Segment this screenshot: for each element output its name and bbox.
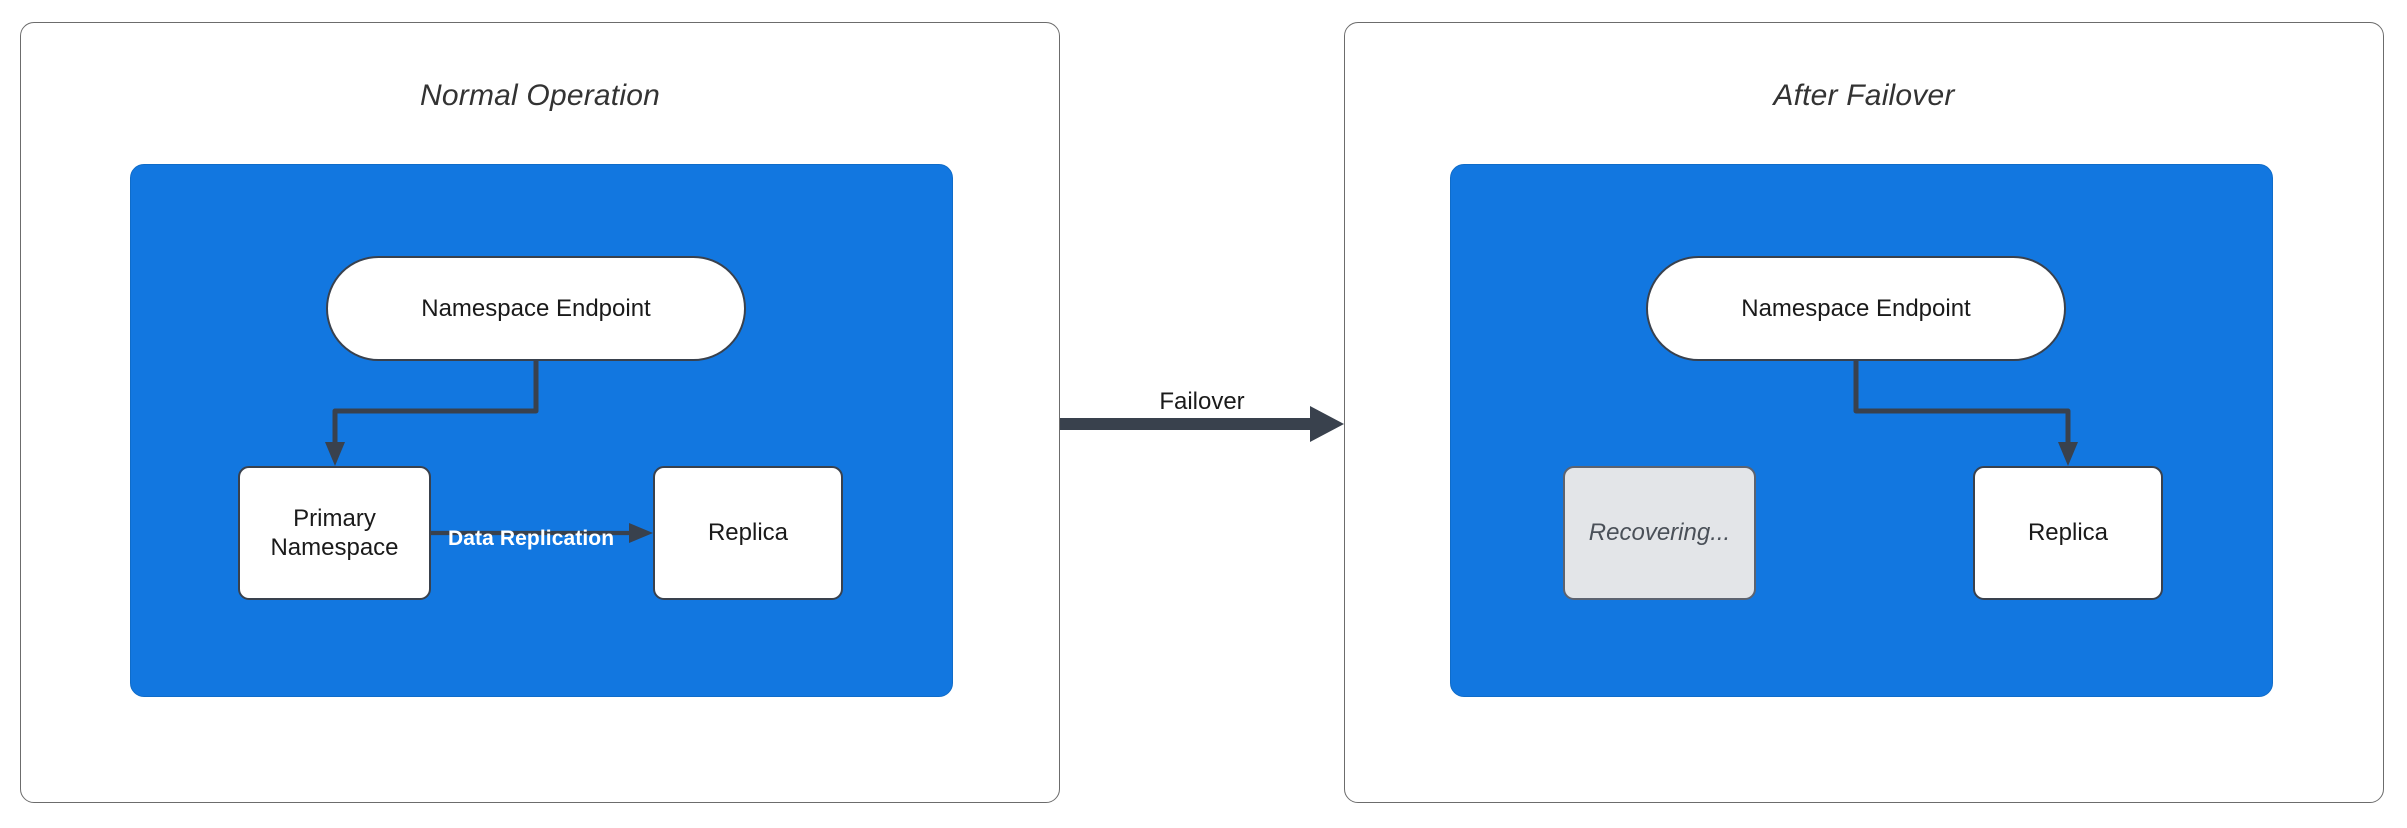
node-label-primary-namespace-line1: Primary <box>293 504 376 532</box>
region-normal-operation <box>130 164 953 697</box>
node-label-recovering: Recovering... <box>1588 519 1731 547</box>
transition-arrow-shaft <box>1060 406 1344 442</box>
node-label-namespace-endpoint-failover: Namespace Endpoint <box>1741 294 1971 322</box>
node-namespace-endpoint-failover[interactable]: Namespace Endpoint <box>1646 256 2066 361</box>
node-label-primary-namespace-line2: Namespace <box>270 534 399 561</box>
region-after-failover <box>1450 164 2273 697</box>
node-label-primary-namespace: Primary Namespace <box>256 504 412 563</box>
node-namespace-endpoint-normal[interactable]: Namespace Endpoint <box>326 256 746 361</box>
node-primary-namespace[interactable]: Primary Namespace <box>238 466 431 600</box>
panel-title-normal-operation: Normal Operation <box>420 79 660 112</box>
node-label-replica-normal: Replica <box>707 519 789 547</box>
node-label-replica-failover: Replica <box>2027 519 2109 547</box>
edge-label-data-replication: Data Replication <box>448 527 615 550</box>
node-recovering[interactable]: Recovering... <box>1563 466 1756 600</box>
transition-label-failover: Failover <box>1159 388 1245 415</box>
node-replica-failover[interactable]: Replica <box>1973 466 2163 600</box>
node-label-namespace-endpoint-normal: Namespace Endpoint <box>421 294 651 322</box>
transition-arrow-failover <box>1060 406 1344 442</box>
panel-title-after-failover: After Failover <box>1773 79 1955 112</box>
node-replica-normal[interactable]: Replica <box>653 466 843 600</box>
